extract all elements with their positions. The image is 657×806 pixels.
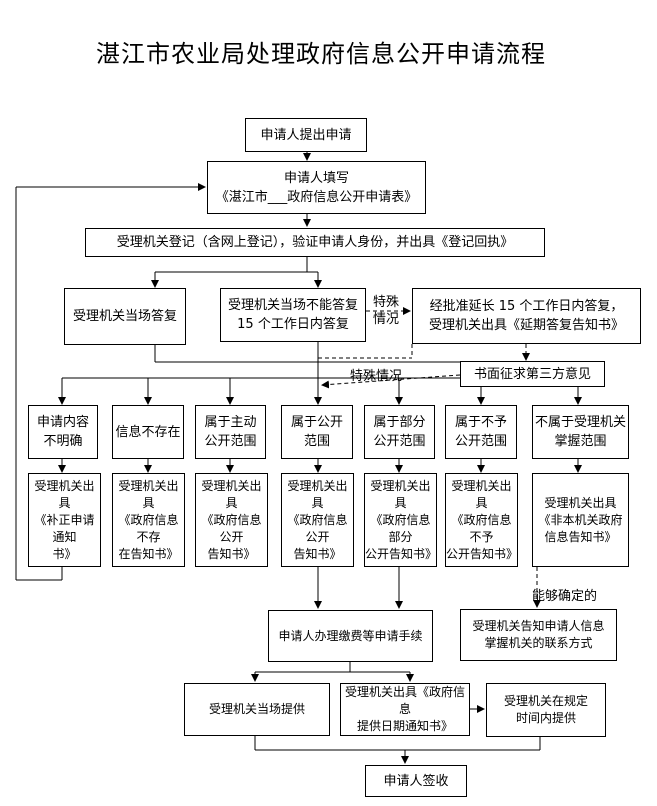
box-not-exist: 信息不存在 (112, 405, 184, 459)
box-inform-contact: 受理机关告知申请人信息 掌握机关的联系方式 (460, 609, 617, 661)
box-fill-form: 申请人填写 《湛江市___政府信息公开申请表》 (207, 161, 426, 214)
page-title: 湛江市农业局处理政府信息公开申请流程 (96, 40, 546, 68)
box-notice-not-exist: 受理机关出具 《政府信息不存 在告知书》 (112, 473, 185, 567)
box-notice-not-public: 受理机关出具 《政府信息不予 公开告知书》 (445, 473, 518, 567)
box-provide-date-notice: 受理机关出具《政府信息 提供日期通知书》 (340, 683, 470, 736)
box-not-public-scope: 属于不予 公开范围 (445, 405, 517, 459)
box-provide-in-time: 受理机关在规定 时间内提供 (486, 683, 606, 737)
box-fee-procedure: 申请人办理缴费等申请手续 (268, 610, 433, 662)
box-unclear: 申请内容 不明确 (28, 405, 98, 459)
box-reply-15days: 受理机关当场不能答复 15 个工作日内答复 (220, 288, 366, 342)
box-notice-public: 受理机关出具 《政府信息公开 告知书》 (281, 473, 354, 567)
box-public-scope: 属于公开 范围 (281, 405, 353, 459)
box-notice-supplement: 受理机关出具 《补正申请通知 书》 (28, 473, 101, 567)
box-register: 受理机关登记（含网上登记），验证申请人身份，并出具《登记回执》 (85, 228, 545, 257)
box-not-agency-scope: 不属于受理机关 掌握范围 (532, 405, 629, 459)
box-notice-partial: 受理机关出具 《政府信息部分 公开告知书》 (364, 473, 437, 567)
label-special-case-2: 特殊情况 (350, 369, 403, 384)
box-notice-non-agency: 受理机关出具 《非本机关政府 信息告知书》 (532, 473, 629, 567)
box-reply-onsite: 受理机关当场答复 (64, 288, 186, 345)
box-third-party: 书面征求第三方意见 (460, 361, 605, 387)
box-extend: 经批准延长 15 个工作日内答复， 受理机关出具《延期答复告知书》 (412, 288, 641, 344)
label-special-case-1: 特殊 情况 (373, 295, 400, 327)
box-partial-scope: 属于部分 公开范围 (364, 405, 435, 459)
box-active-scope: 属于主动 公开范围 (195, 405, 266, 459)
box-notice-active: 受理机关出具 《政府信息公开 告知书》 (195, 473, 268, 567)
label-can-determine: 能够确定的 (532, 589, 598, 604)
box-apply: 申请人提出申请 (245, 118, 367, 152)
box-sign: 申请人签收 (365, 765, 467, 797)
box-provide-onsite: 受理机关当场提供 (184, 683, 330, 736)
